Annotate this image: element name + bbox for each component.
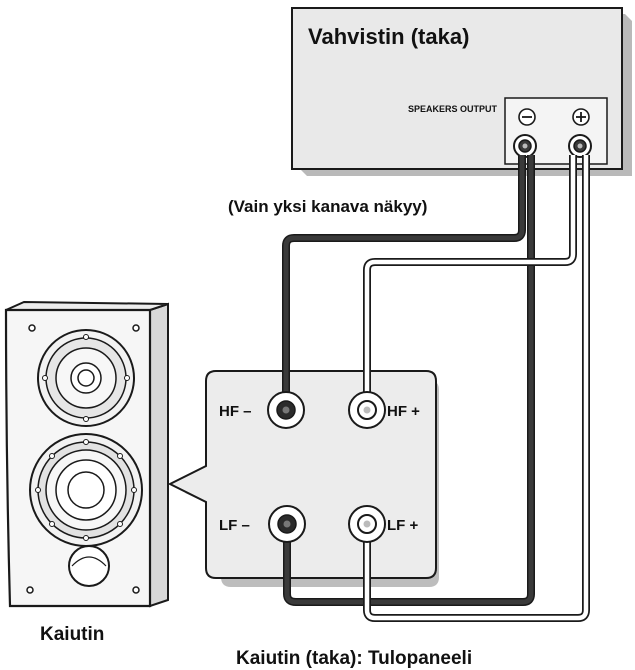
speaker-caption: Kaiutin [40,624,104,645]
lf-plus-terminal[interactable] [348,505,386,543]
lf-minus-label: LF – [219,517,250,534]
wire-lf-minus [284,155,534,605]
lf-plus-label: LF + [387,517,418,534]
amplifier-title: Vahvistin (taka) [308,24,469,49]
rear-panel-caption: Kaiutin (taka): Tulopaneeli [236,648,472,669]
amplifier-rear: Vahvistin (taka) SPEAKERS OUTPUT [291,7,632,176]
amp-plus-terminal[interactable] [568,134,592,158]
hf-plus-terminal[interactable] [348,391,386,429]
speaker-top [5,300,169,311]
wire-lf-plus [364,155,589,621]
amp-minus-terminal[interactable] [513,134,537,158]
woofer-icon [29,433,143,547]
screw-icon [26,586,34,594]
lf-minus-terminal[interactable] [268,505,306,543]
wire-hf-minus-outline [282,155,526,400]
speakers-output-label: SPEAKERS OUTPUT [408,104,498,114]
single-channel-note: (Vain yksi kanava näkyy) [228,197,427,216]
wire-hf-minus [283,155,525,400]
wire-hf-plus-outline [363,155,577,400]
wire-hf-plus [364,155,576,400]
speaker-illustration [4,300,169,608]
light-wires [363,155,590,622]
screw-icon [132,586,140,594]
upper-driver-icon [37,329,135,427]
screw-icon [28,324,36,332]
hf-minus-label: HF – [219,403,252,420]
bass-port-icon [68,545,110,587]
screw-icon [132,324,140,332]
minus-symbol-icon [518,108,536,126]
dark-wires [282,155,535,606]
hf-minus-terminal[interactable] [267,391,305,429]
hf-plus-label: HF + [387,403,420,420]
speaker-side [149,302,169,608]
plus-symbol-icon [572,108,590,126]
